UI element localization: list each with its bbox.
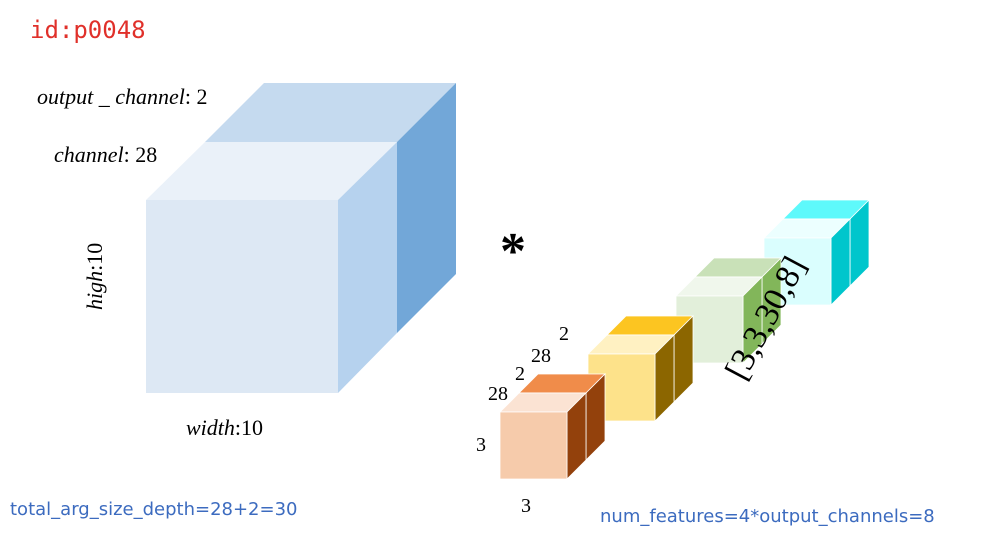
kernel-orange bbox=[499, 373, 606, 480]
input-cube-back-top bbox=[205, 83, 456, 142]
caption-depth: total_arg_size_depth=28+2=30 bbox=[10, 499, 298, 520]
kernel-channel-label-a: 28 bbox=[488, 383, 508, 405]
high-label: high:10 bbox=[82, 243, 107, 310]
width-label: width:10 bbox=[186, 415, 263, 440]
kernel-orange-cube-0-front bbox=[499, 411, 568, 480]
input-cube-front-face bbox=[146, 200, 338, 393]
input-cube-front-top bbox=[146, 142, 397, 200]
kernel-out-label-b: 2 bbox=[559, 323, 569, 345]
figure-id: id:p0048 bbox=[30, 16, 146, 44]
input-cube-front-side bbox=[338, 142, 397, 393]
kernel-width-label: 3 bbox=[521, 495, 531, 517]
kernel-out-label-a: 2 bbox=[515, 363, 525, 385]
caption-features: num_features=4*output_channels=8 bbox=[600, 506, 935, 527]
kernel-channel-label-b: 28 bbox=[531, 345, 551, 367]
convolution-operator: * bbox=[500, 223, 526, 280]
kernel-height-label: 3 bbox=[476, 434, 486, 456]
input-cube-back-side bbox=[397, 83, 456, 333]
kernel-chain bbox=[499, 199, 870, 480]
output-channel-label: output _ channel: 2 bbox=[37, 84, 208, 109]
channel-label: channel: 28 bbox=[54, 142, 157, 167]
kernel-yellow bbox=[587, 315, 694, 422]
input-cube bbox=[146, 83, 456, 393]
